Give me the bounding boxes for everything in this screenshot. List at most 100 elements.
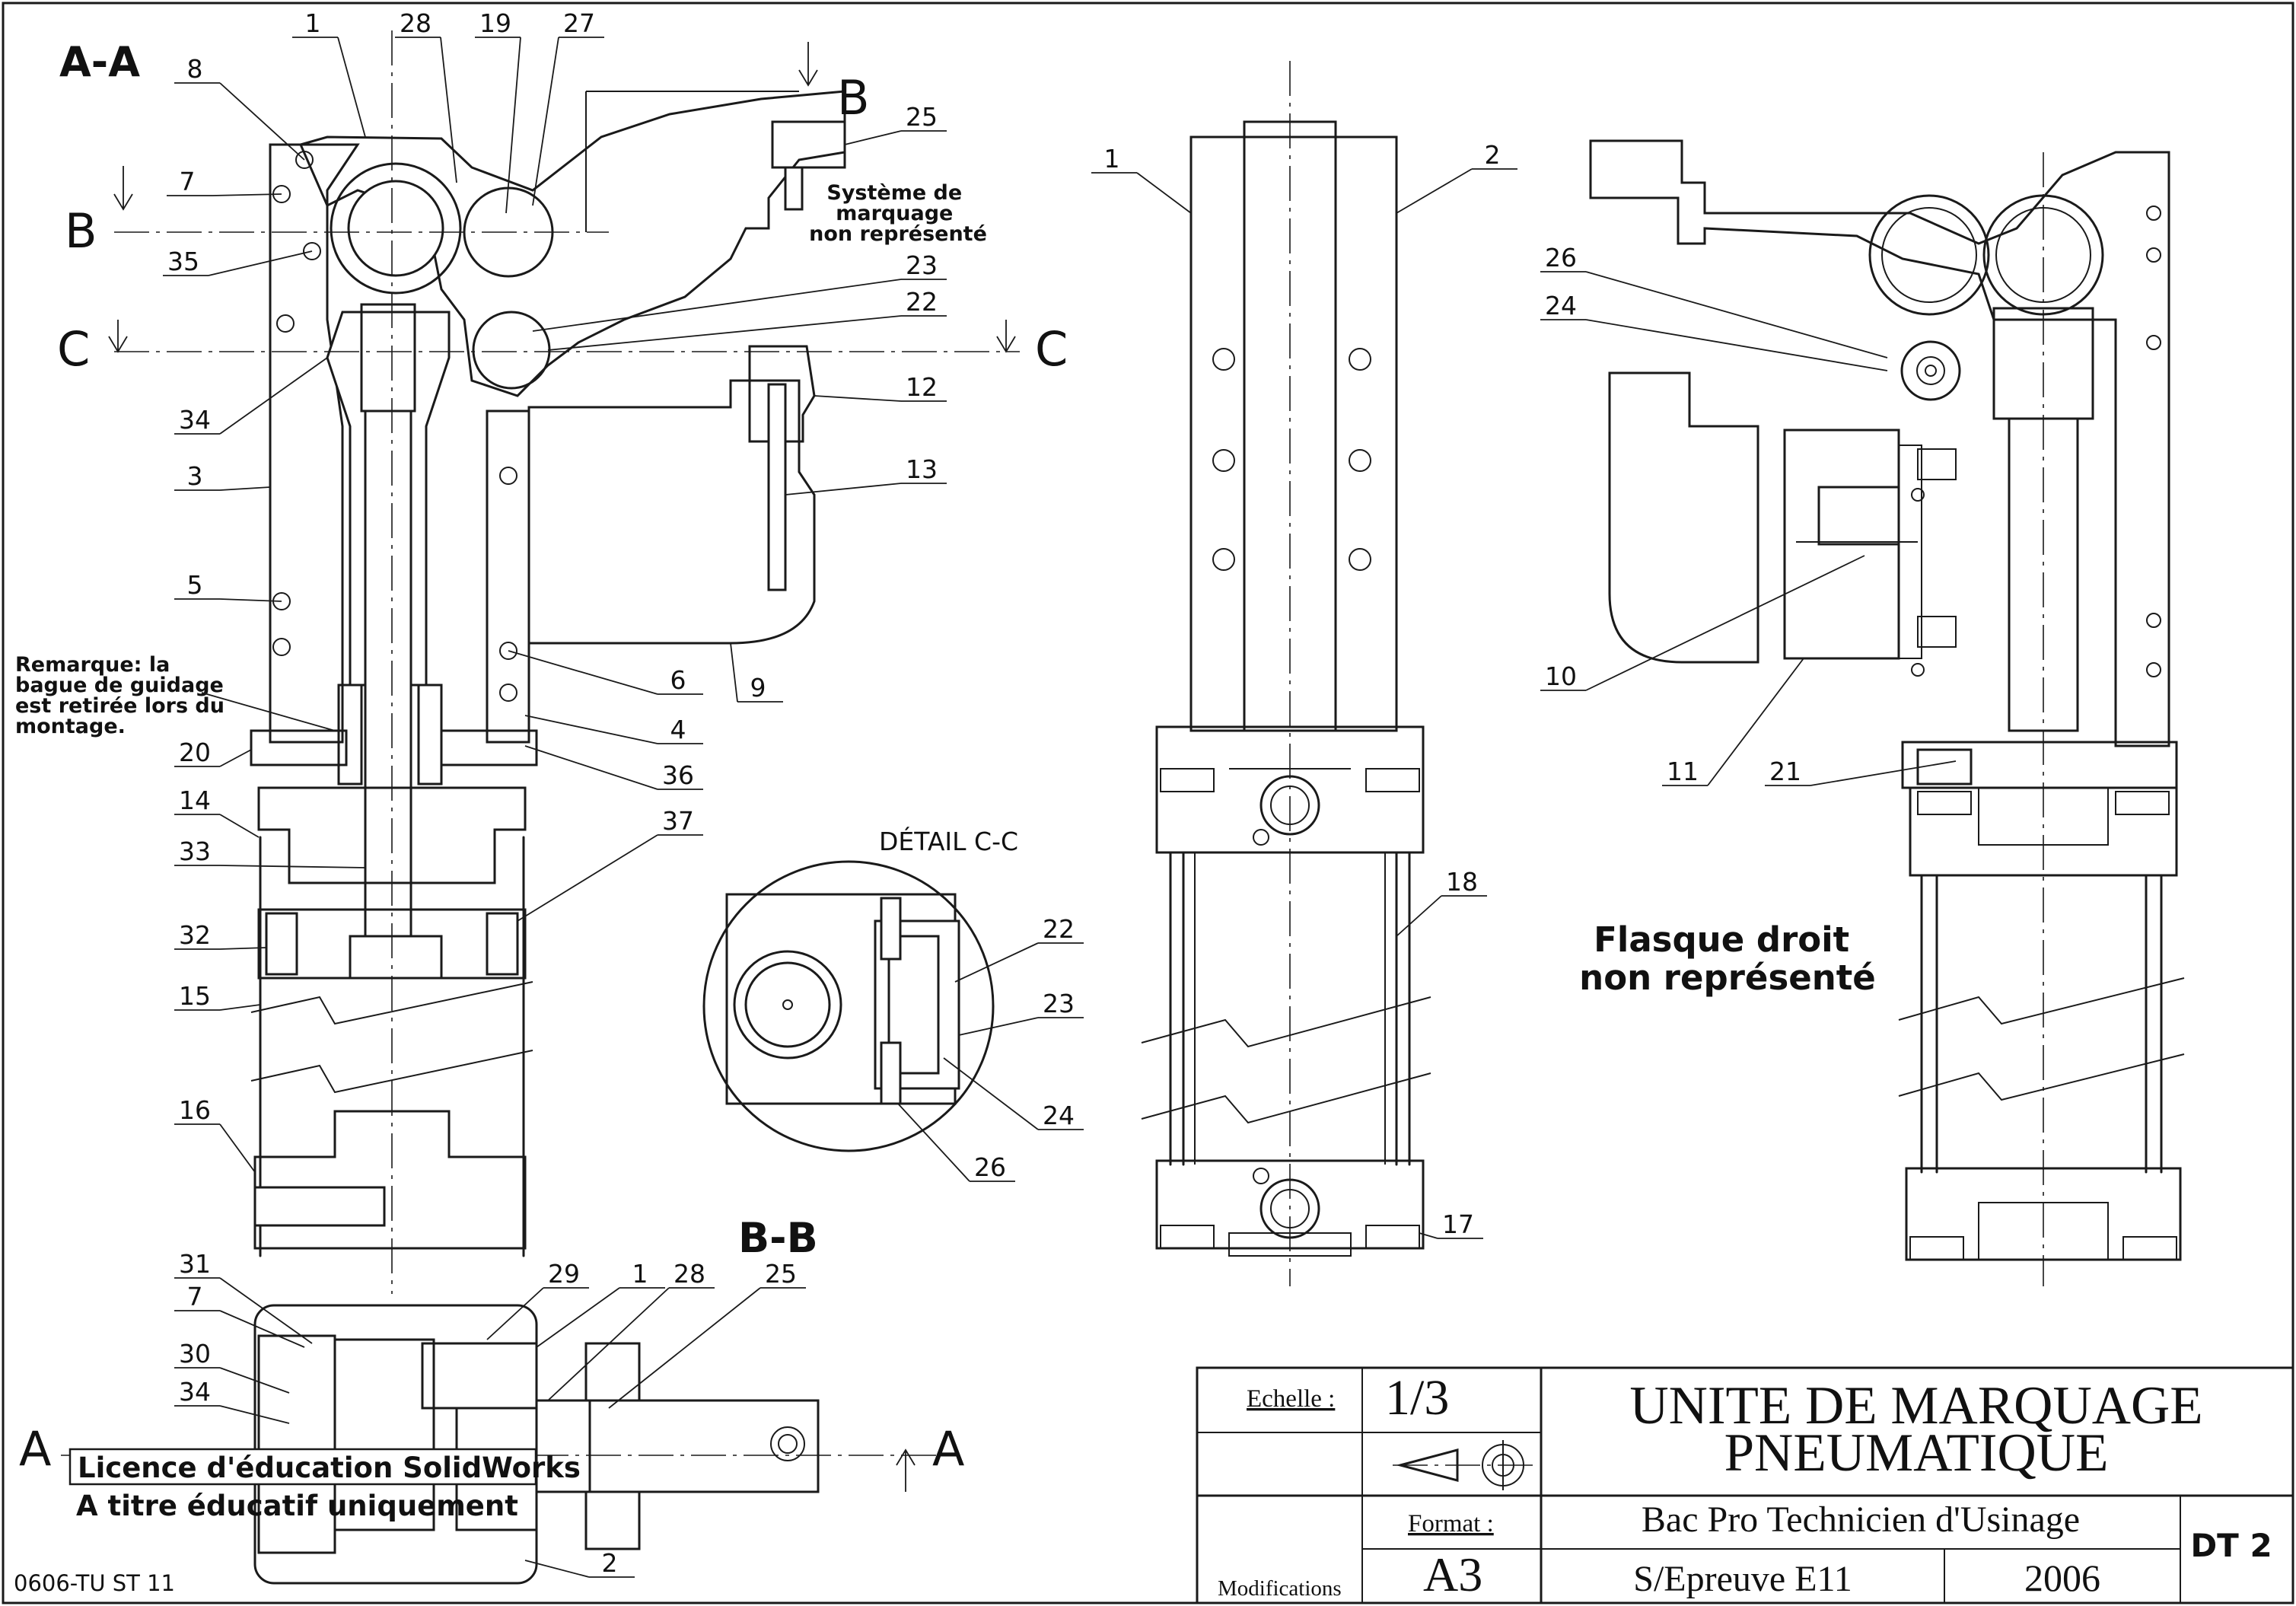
item-aa-17-leader <box>524 715 658 744</box>
watermark-box <box>68 1448 537 1486</box>
item-aa-11-leader <box>785 483 902 496</box>
front-break-upper <box>1141 996 1431 1048</box>
item-bb-8-leader <box>524 1560 590 1578</box>
watermark: Licence d'éducation SolidWorks A titre é… <box>68 1448 581 1522</box>
seal-37 <box>486 912 519 976</box>
item-aa-8-leader <box>532 279 902 332</box>
stamp-pin-13 <box>767 383 787 591</box>
item-number: 36 <box>662 760 694 790</box>
item-aa-1-leader <box>440 37 457 183</box>
guide-bushing-left <box>337 684 363 785</box>
item-front-3-leader <box>1419 1232 1438 1239</box>
seal-left <box>265 912 298 976</box>
item-aa-21-leader <box>219 865 366 868</box>
title-block: Echelle : 1/3 Format : A3 Modifications … <box>1196 1366 2294 1604</box>
screw-6b <box>499 642 517 660</box>
piston-32 <box>257 908 527 980</box>
item-aa-0-leader <box>337 37 366 138</box>
item-number: 14 <box>179 785 211 815</box>
cut-c-arrow-left <box>108 320 128 353</box>
item-aa-18-leader <box>524 745 658 790</box>
item-side-3-leader <box>1707 658 1804 786</box>
item-number: 12 <box>906 372 938 402</box>
side-hole-3 <box>2146 335 2161 350</box>
item-side-2-leader <box>1585 555 1865 691</box>
item-number: 35 <box>167 247 199 276</box>
bb-hole-inner <box>778 1434 798 1454</box>
item-bb-4-leader <box>547 1287 670 1401</box>
section-bb-title: B-B <box>738 1214 818 1262</box>
stamp-holder-12 <box>748 345 816 443</box>
front-break-lower <box>1141 1072 1431 1124</box>
front-head-clip-l <box>1160 768 1215 792</box>
item-number: 23 <box>906 250 938 280</box>
item-number: 4 <box>670 715 686 744</box>
remark-note: Remarque: la bague de guidage est retiré… <box>15 653 231 738</box>
side-stamp-tab-2 <box>1917 616 1957 648</box>
item-number: 32 <box>179 920 211 950</box>
side-head-clip-r <box>2115 791 2170 815</box>
item-aa-15-leader <box>730 642 738 703</box>
item-aa-3-leader <box>532 37 559 206</box>
section-bb-view: B-B A A Licence d'éducation SolidWorks A… <box>14 1214 964 1596</box>
item-number: 10 <box>1545 661 1577 691</box>
side-bottom-clip-r <box>2122 1236 2177 1260</box>
item-number: 25 <box>765 1259 797 1289</box>
item-number: 26 <box>1545 243 1577 272</box>
side-roller-outer <box>1868 194 1990 316</box>
front-hole-3 <box>1212 548 1235 571</box>
screw-6c <box>499 684 517 702</box>
item-number: 7 <box>187 1282 203 1311</box>
exam-title: S/Epreuve E11 <box>1633 1559 1852 1599</box>
detail-screw-26 <box>880 1041 902 1105</box>
item-aa-9-leader <box>547 315 902 351</box>
item-bb-3-leader <box>536 1287 620 1348</box>
remark-leader <box>201 692 336 731</box>
side-hole-5 <box>2146 662 2161 677</box>
detail-pivot-ring <box>733 950 842 1060</box>
port-fitting <box>253 1186 386 1227</box>
cut-c-arrow-right <box>996 320 1016 353</box>
detail-center <box>782 999 793 1010</box>
screw-6a <box>499 467 517 485</box>
bb-hub <box>333 1338 435 1531</box>
item-number: 33 <box>179 836 211 866</box>
front-bottom-clip-r <box>1365 1225 1420 1249</box>
side-hole-6 <box>1911 488 1925 502</box>
title-block-frame <box>1196 1366 2294 1604</box>
item-detail-0-leader <box>954 942 1039 983</box>
roller-22 <box>472 311 551 390</box>
item-number: 13 <box>906 454 938 484</box>
item-front-0-leader <box>1136 172 1192 214</box>
item-number: 7 <box>180 167 196 196</box>
front-hole-2 <box>1212 449 1235 472</box>
item-number: 31 <box>179 1249 211 1279</box>
cut-a-left-letter: A <box>19 1421 51 1477</box>
item-side-0-leader <box>1585 271 1888 358</box>
side-hole-7 <box>1911 663 1925 677</box>
item-number: 6 <box>670 665 686 695</box>
item-bb-1-leader <box>219 1310 305 1348</box>
body-right-wall <box>486 409 530 744</box>
scale-label: Echelle : <box>1247 1385 1335 1413</box>
item-bb-6-leader <box>219 1367 290 1394</box>
item-aa-4-leader <box>219 82 305 161</box>
item-number: 2 <box>602 1548 618 1578</box>
cut-c-left-letter: C <box>57 321 90 377</box>
item-front-1-leader <box>1396 168 1473 214</box>
front-bottom-screw <box>1253 1168 1269 1184</box>
item-number: 1 <box>305 8 321 38</box>
format-value: A3 <box>1423 1547 1482 1601</box>
cut-b-right-letter: B <box>837 70 870 126</box>
item-aa-13-leader <box>219 486 271 491</box>
item-number: 34 <box>179 405 211 435</box>
detail-screw-top <box>880 897 902 961</box>
bb-lever-28 <box>421 1342 538 1410</box>
bb-hole-outer <box>770 1426 805 1461</box>
item-bb-7-leader <box>219 1405 290 1424</box>
item-number: 19 <box>479 8 511 38</box>
